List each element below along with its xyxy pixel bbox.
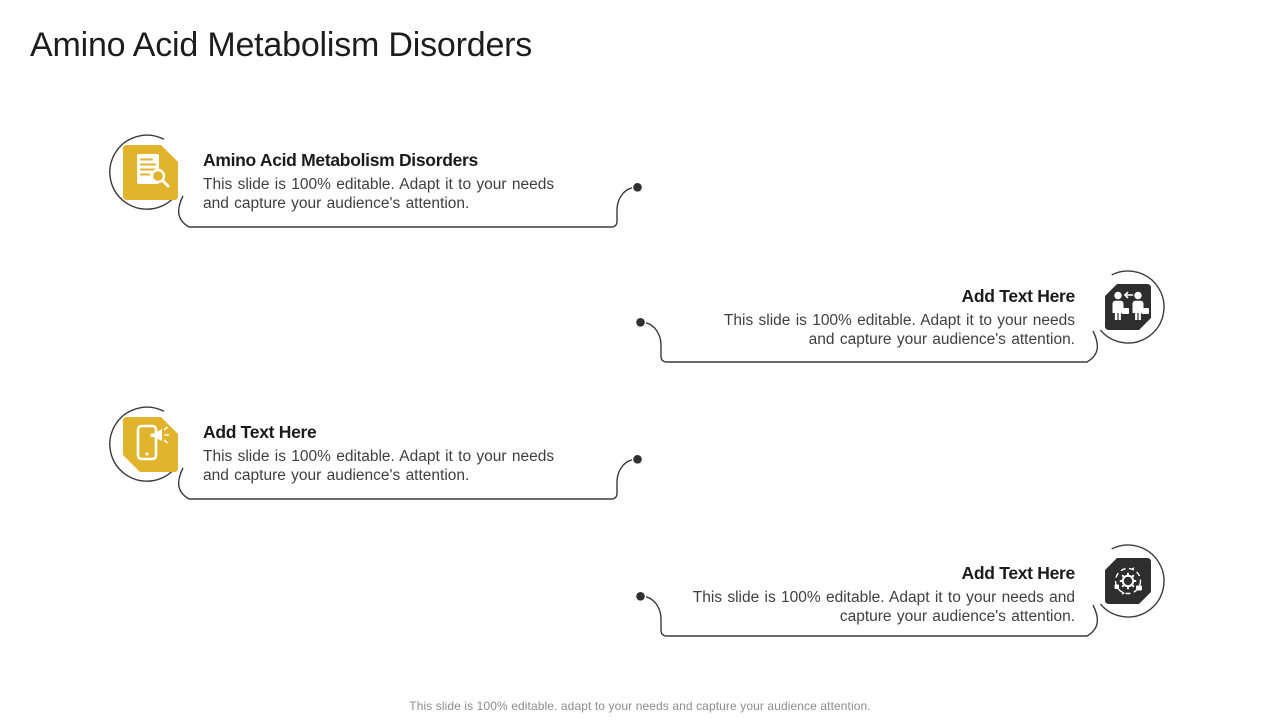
- callout-1-heading: Amino Acid Metabolism Disorders: [203, 150, 478, 170]
- callout-4-body: This slide is 100% editable. Adapt it to…: [692, 589, 1075, 625]
- callout4-dot: [636, 592, 645, 601]
- callout-1[interactable]: Amino Acid Metabolism Disorders This sli…: [203, 150, 583, 213]
- document-search-icon: [123, 145, 178, 205]
- callout-2-heading: Add Text Here: [961, 286, 1076, 306]
- callout3-dot: [633, 455, 642, 464]
- slide-title: Amino Acid Metabolism Disorders: [30, 26, 533, 64]
- callout-3[interactable]: Add Text Here This slide is 100% editabl…: [203, 422, 583, 485]
- process-gear-icon: [1105, 558, 1151, 609]
- slide-footer: This slide is 100% editable. adapt to yo…: [409, 699, 871, 713]
- callout-3-heading: Add Text Here: [203, 422, 317, 442]
- people-transfer-icon: [1105, 284, 1151, 335]
- callout-3-body: This slide is 100% editable. Adapt it to…: [203, 448, 555, 484]
- callout2-dot: [636, 318, 645, 327]
- callout-4-heading: Add Text Here: [961, 563, 1076, 583]
- callout-1-body: This slide is 100% editable. Adapt it to…: [203, 176, 555, 212]
- callout-4[interactable]: Add Text Here This slide is 100% editabl…: [655, 563, 1076, 626]
- callout-2[interactable]: Add Text Here This slide is 100% editabl…: [655, 286, 1075, 349]
- callout1-dot: [633, 183, 642, 192]
- phone-announcement-icon: [123, 417, 178, 477]
- callout-2-body: This slide is 100% editable. Adapt it to…: [723, 312, 1075, 348]
